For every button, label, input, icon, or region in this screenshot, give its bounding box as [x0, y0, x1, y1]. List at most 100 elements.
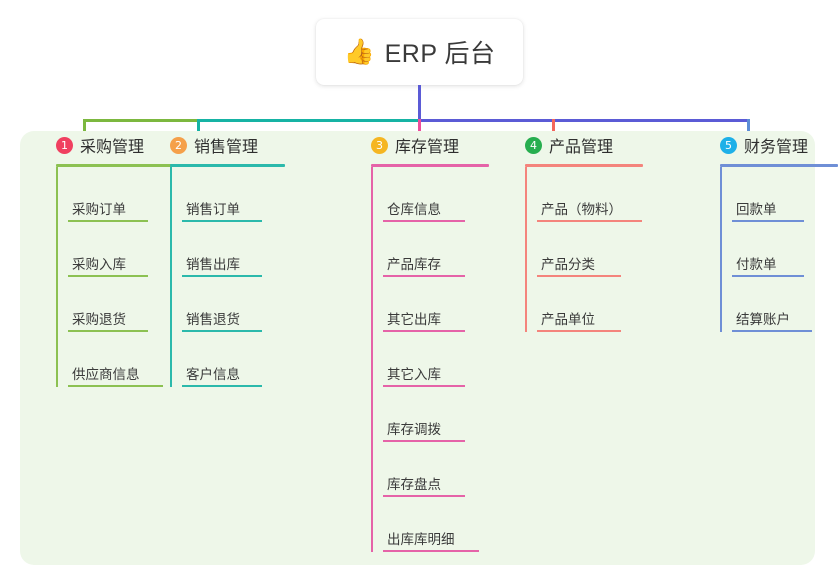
list-item[interactable]: 库存盘点: [371, 442, 489, 497]
list-item-label: 产品分类: [541, 257, 595, 272]
column-1: 1 采购管理采购订单采购入库采购退货供应商信息: [44, 131, 176, 387]
column-header-3[interactable]: 3 库存管理: [359, 131, 489, 159]
column-4: 4 产品管理产品（物料） 产品分类产品单位: [513, 131, 643, 332]
list-item[interactable]: 产品库存: [371, 222, 489, 277]
connector-bus-left: [82, 119, 200, 122]
column-items-3: 仓库信息产品库存其它出库其它入库库存调拨库存盘点出库库明细: [359, 167, 489, 552]
column-header-rule-1: [56, 164, 176, 167]
column-badge-4: 4: [525, 136, 542, 154]
list-item-rule: [732, 330, 812, 332]
list-item[interactable]: 产品单位: [525, 277, 643, 332]
list-item-rule: [383, 330, 465, 332]
column-title-2: 销售管理: [194, 139, 259, 156]
list-item-label: 销售退货: [186, 312, 240, 327]
list-item[interactable]: 销售退货: [170, 277, 285, 332]
root-node-card[interactable]: 👍 ERP 后台: [316, 19, 523, 85]
list-item-label: 销售订单: [186, 202, 240, 217]
list-item-rule: [383, 385, 465, 387]
column-header-5[interactable]: 5 财务管理: [708, 131, 838, 159]
list-item-rule: [383, 440, 465, 442]
list-item-label: 采购入库: [72, 257, 126, 272]
list-item[interactable]: 库存调拨: [371, 387, 489, 442]
column-title-1: 采购管理: [80, 139, 145, 156]
list-item-label: 产品库存: [387, 257, 441, 272]
column-title-5: 财务管理: [744, 139, 809, 156]
column-header-2[interactable]: 2 销售管理: [158, 131, 285, 159]
list-item[interactable]: 产品（物料）: [525, 167, 643, 222]
column-header-4[interactable]: 4 产品管理: [513, 131, 643, 159]
list-item-rule: [732, 275, 804, 277]
list-item-label: 付款单: [736, 257, 777, 272]
list-item[interactable]: 销售订单: [170, 167, 285, 222]
list-item[interactable]: 回款单: [720, 167, 838, 222]
list-item-rule: [182, 220, 262, 222]
list-item-rule: [732, 220, 804, 222]
list-item[interactable]: 仓库信息: [371, 167, 489, 222]
list-item-rule: [383, 550, 479, 552]
list-item-rule: [383, 495, 465, 497]
list-item[interactable]: 结算账户: [720, 277, 838, 332]
thumbs-up-icon: 👍: [343, 37, 375, 66]
list-item-label: 其它出库: [387, 312, 441, 327]
list-item-rule: [182, 385, 262, 387]
list-item-label: 产品（物料）: [541, 202, 622, 217]
column-items-1: 采购订单采购入库采购退货供应商信息: [44, 167, 176, 387]
column-items-5: 回款单付款单结算账户: [708, 167, 838, 332]
mindmap-panel: 1 采购管理采购订单采购入库采购退货供应商信息 2 销售管理销售订单销售出库销售退货客…: [20, 131, 838, 565]
list-item-rule: [383, 220, 465, 222]
list-item-label: 供应商信息: [72, 367, 140, 382]
column-header-rule-3: [371, 164, 489, 167]
list-item-rule: [182, 330, 262, 332]
list-item-label: 库存盘点: [387, 477, 441, 492]
column-badge-2: 2: [170, 136, 187, 154]
list-item[interactable]: 客户信息: [170, 332, 285, 387]
root-node-title: ERP 后台: [384, 40, 496, 68]
list-item-rule: [383, 275, 465, 277]
column-badge-5: 5: [720, 136, 737, 154]
list-item-label: 销售出库: [186, 257, 240, 272]
column-spine-3: [371, 167, 373, 552]
list-item[interactable]: 采购订单: [56, 167, 176, 222]
list-item-rule: [182, 275, 262, 277]
list-item-rule: [537, 330, 621, 332]
list-item-label: 出库库明细: [387, 532, 455, 547]
list-item[interactable]: 出库库明细: [371, 497, 489, 552]
list-item[interactable]: 采购退货: [56, 277, 176, 332]
list-item[interactable]: 销售出库: [170, 222, 285, 277]
list-item-label: 产品单位: [541, 312, 595, 327]
column-spine-4: [525, 167, 527, 332]
column-header-rule-5: [720, 164, 838, 167]
list-item[interactable]: 其它出库: [371, 277, 489, 332]
list-item[interactable]: 其它入库: [371, 332, 489, 387]
connector-root-stem: [417, 85, 421, 122]
list-item-rule: [537, 275, 621, 277]
list-item[interactable]: 采购入库: [56, 222, 176, 277]
column-header-1[interactable]: 1 采购管理: [44, 131, 176, 159]
column-title-3: 库存管理: [395, 139, 460, 156]
column-spine-5: [720, 167, 722, 332]
column-spine-2: [170, 167, 172, 387]
column-badge-1: 1: [56, 136, 73, 154]
column-spine-1: [56, 167, 58, 387]
column-title-4: 产品管理: [549, 139, 614, 156]
list-item-label: 库存调拨: [387, 422, 441, 437]
column-5: 5 财务管理回款单付款单结算账户: [708, 131, 838, 332]
list-item-label: 其它入库: [387, 367, 441, 382]
column-badge-3: 3: [371, 136, 388, 154]
list-item[interactable]: 产品分类: [525, 222, 643, 277]
column-3: 3 库存管理仓库信息产品库存其它出库其它入库库存调拨库存盘点出库库明细: [359, 131, 489, 552]
list-item-rule: [68, 220, 148, 222]
list-item-rule: [537, 220, 642, 222]
list-item[interactable]: 付款单: [720, 222, 838, 277]
list-item-label: 结算账户: [736, 312, 790, 327]
column-header-rule-2: [170, 164, 285, 167]
list-item-label: 采购订单: [72, 202, 126, 217]
list-item-label: 客户信息: [186, 367, 240, 382]
list-item-label: 仓库信息: [387, 202, 441, 217]
column-items-2: 销售订单销售出库销售退货客户信息: [158, 167, 285, 387]
connector-bus-mid: [196, 119, 421, 122]
list-item-rule: [68, 275, 148, 277]
list-item-label: 采购退货: [72, 312, 126, 327]
list-item[interactable]: 供应商信息: [56, 332, 176, 387]
connector-bus-right: [417, 119, 750, 122]
